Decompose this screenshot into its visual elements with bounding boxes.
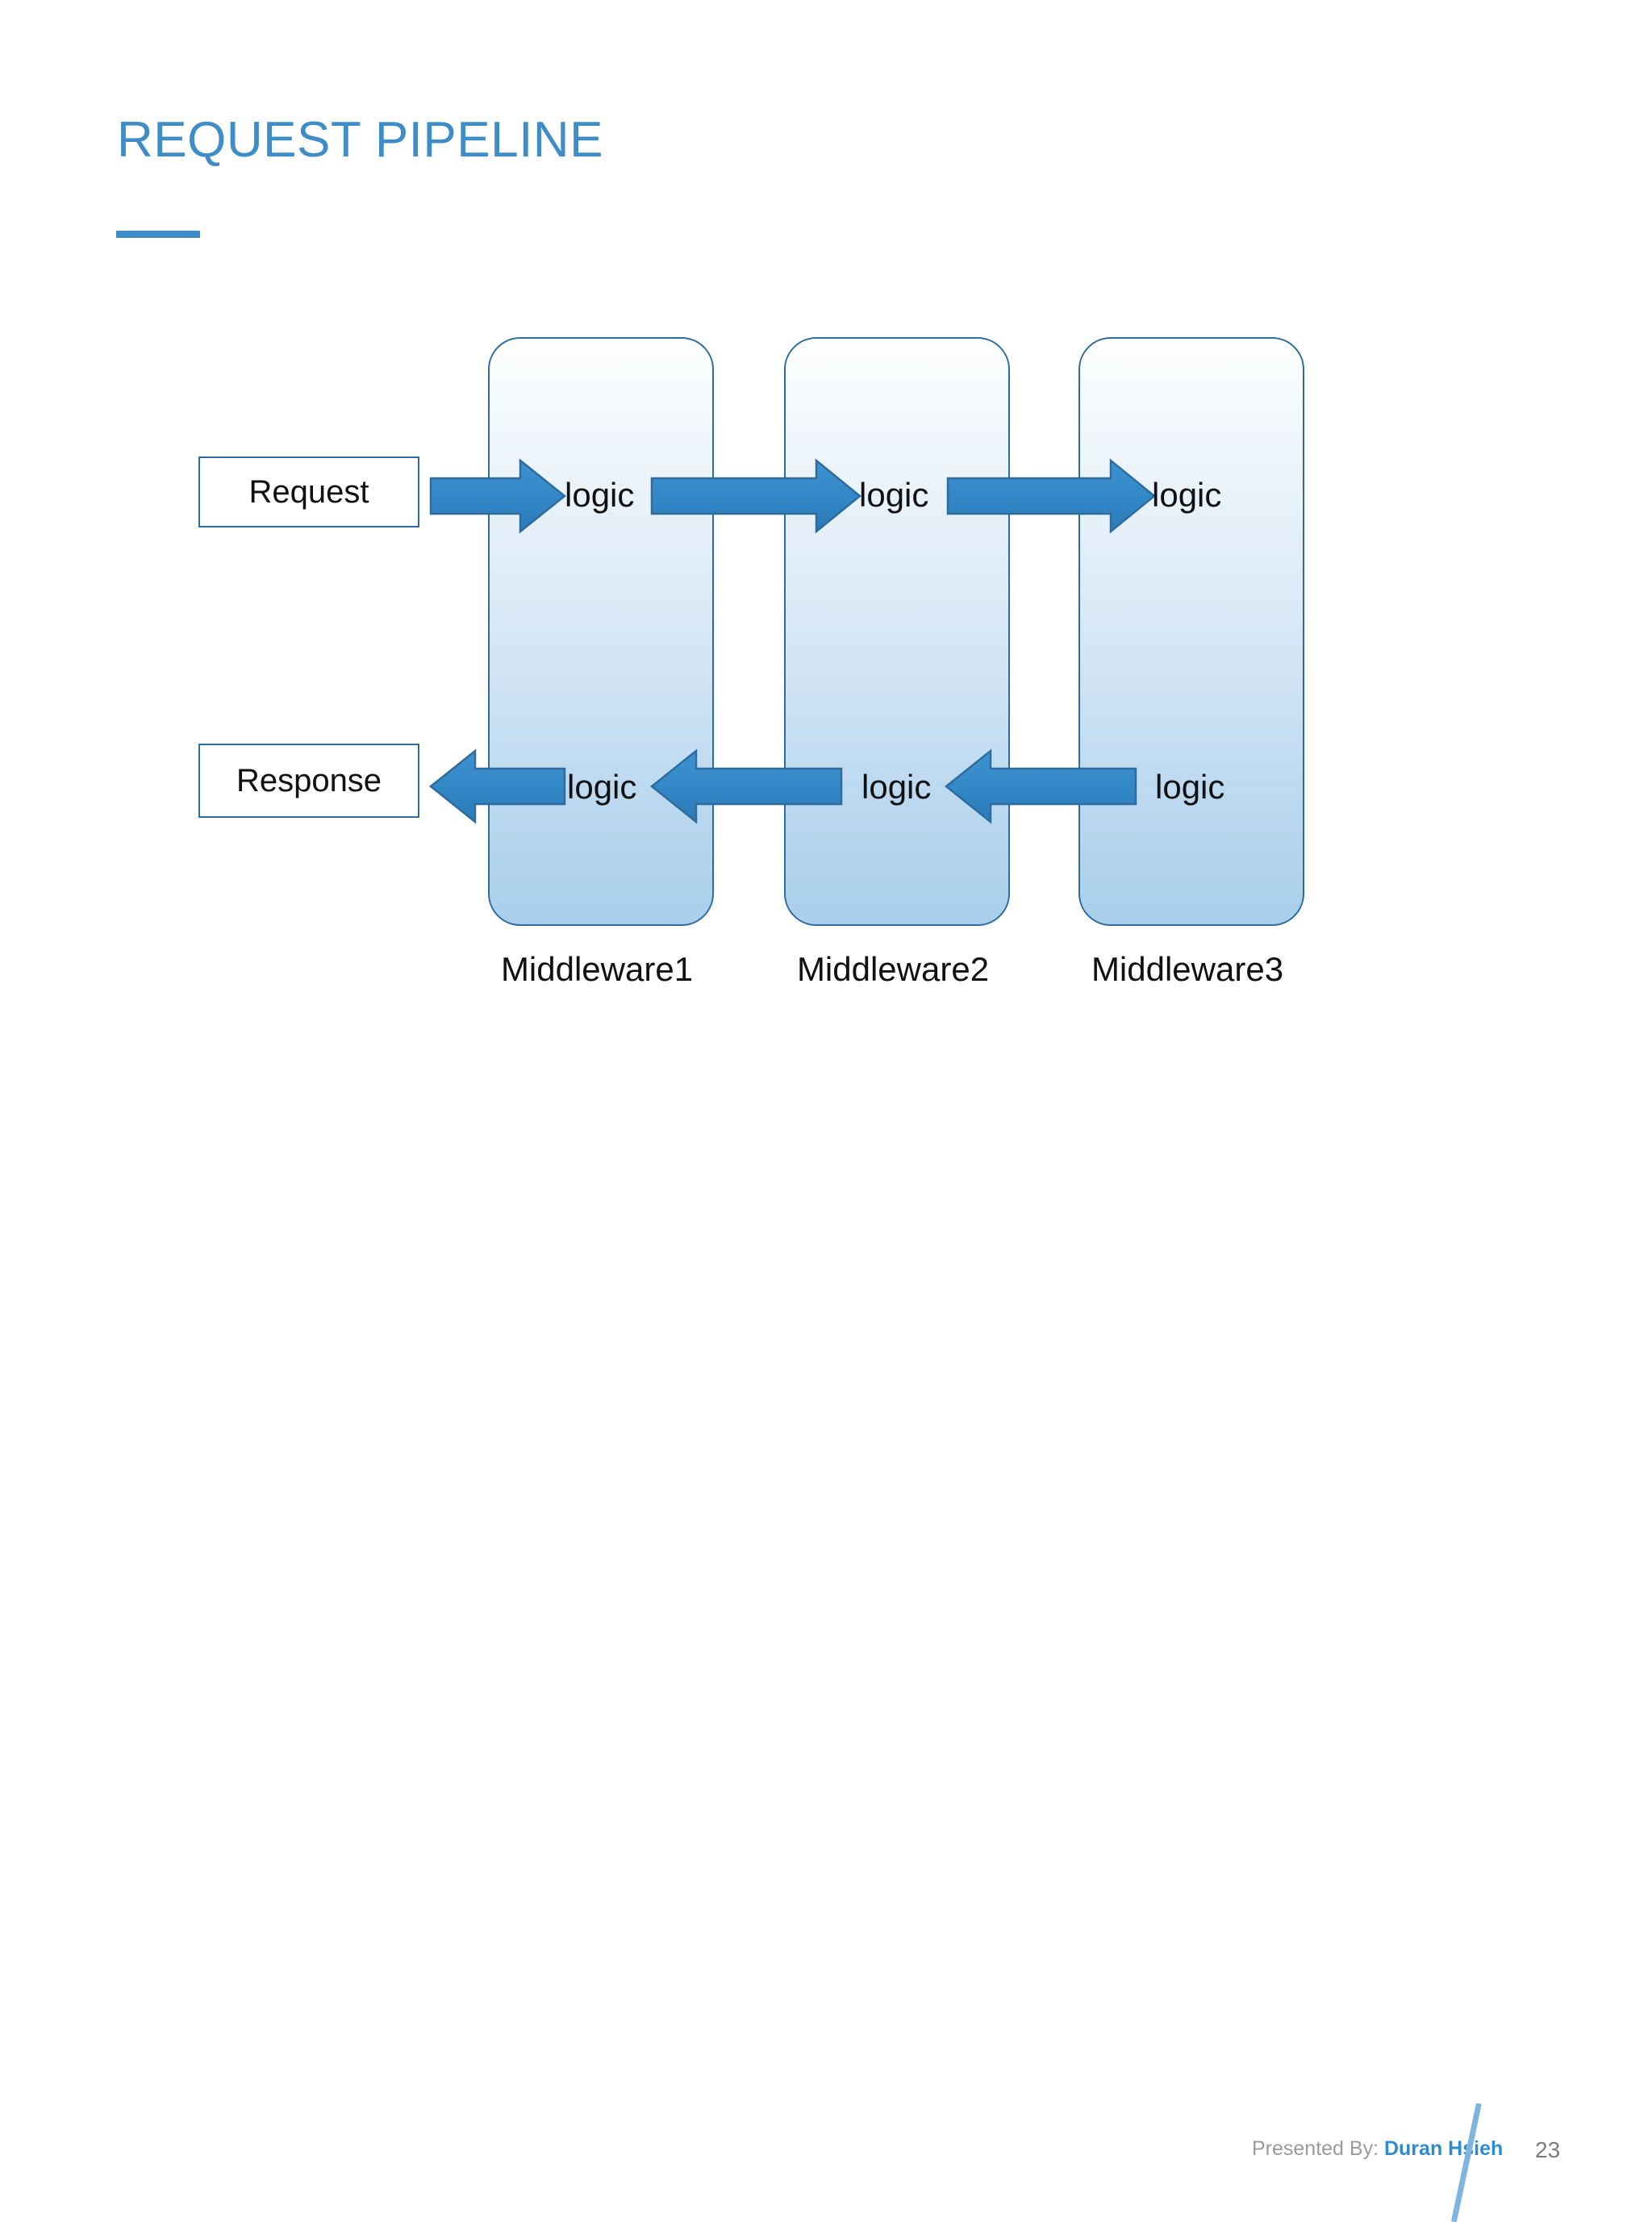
middleware-label-1: Middleware1 <box>500 950 694 988</box>
slide-footer: Presented By: Duran Hsieh 23 <box>0 1063 1652 2222</box>
middleware-box-2 <box>784 337 1010 926</box>
response-box: Response <box>198 744 419 818</box>
middleware-box-1 <box>488 337 714 926</box>
page-number: 23 <box>1535 2137 1561 2162</box>
logic-label-middleware2-in: logic <box>859 476 929 514</box>
footer-diagonal-divider <box>1450 2103 1482 2222</box>
middleware-label-3: Middleware3 <box>1091 950 1284 988</box>
logic-label-middleware1-out: logic <box>567 768 637 806</box>
logic-label-middleware3-in: logic <box>1152 476 1222 514</box>
footer-author-name: Duran Hsieh <box>1383 2137 1504 2160</box>
slide-canvas: REQUEST PIPELINE Request Response <box>0 112 1652 2222</box>
title-accent-bar <box>116 231 200 238</box>
page-title: REQUEST PIPELINE <box>117 112 603 168</box>
middleware-box-3 <box>1078 337 1304 926</box>
logic-label-middleware3-out: logic <box>1155 768 1225 806</box>
middleware-label-2: Middleware2 <box>796 950 990 988</box>
request-box: Request <box>198 456 419 527</box>
logic-label-middleware2-out: logic <box>861 768 932 806</box>
logic-label-middleware1-in: logic <box>565 476 635 514</box>
footer-presented-prefix: Presented By: <box>1252 2137 1384 2160</box>
